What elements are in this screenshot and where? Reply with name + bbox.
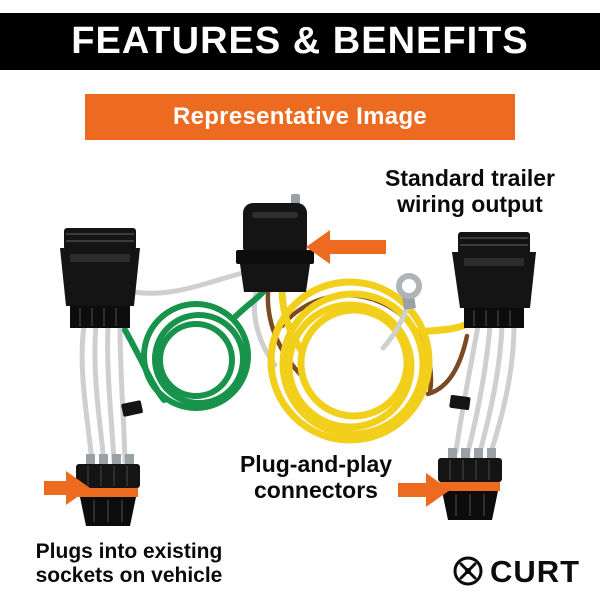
header-banner: FEATURES & BENEFITS bbox=[0, 13, 600, 70]
arrow-plug-and-play-icon bbox=[398, 473, 450, 507]
page-title: FEATURES & BENEFITS bbox=[71, 20, 529, 62]
subheader-banner: Representative Image bbox=[85, 94, 515, 140]
left-vehicle-connector bbox=[60, 228, 140, 328]
right-socket-connector bbox=[438, 448, 502, 520]
annotation-trailer-output: Standard trailer wiring output bbox=[385, 165, 555, 217]
wire-tie-left bbox=[121, 400, 143, 417]
trailer-output-connector bbox=[236, 194, 314, 292]
annotation-plug-and-play: Plug-and-play connectors bbox=[239, 451, 393, 503]
right-wire-bundle bbox=[453, 323, 517, 455]
arrow-trailer-output-icon bbox=[306, 230, 386, 264]
ground-ring-terminal bbox=[380, 273, 422, 351]
curt-logo: CURT bbox=[452, 551, 582, 591]
yellow-wire-coil bbox=[267, 278, 433, 444]
arrow-vehicle-sockets-icon bbox=[44, 471, 90, 505]
left-socket-connector bbox=[76, 454, 140, 526]
curt-logo-icon bbox=[453, 556, 483, 586]
representative-image-label: Representative Image bbox=[172, 103, 428, 130]
curt-logo-text: CURT bbox=[490, 553, 581, 589]
right-vehicle-connector bbox=[452, 232, 536, 328]
left-wire-bundle bbox=[79, 269, 249, 465]
annotation-vehicle-sockets: Plugs into existing sockets on vehicle bbox=[35, 540, 223, 587]
green-wire-coil bbox=[122, 289, 266, 411]
wire-tie-right bbox=[449, 394, 471, 411]
